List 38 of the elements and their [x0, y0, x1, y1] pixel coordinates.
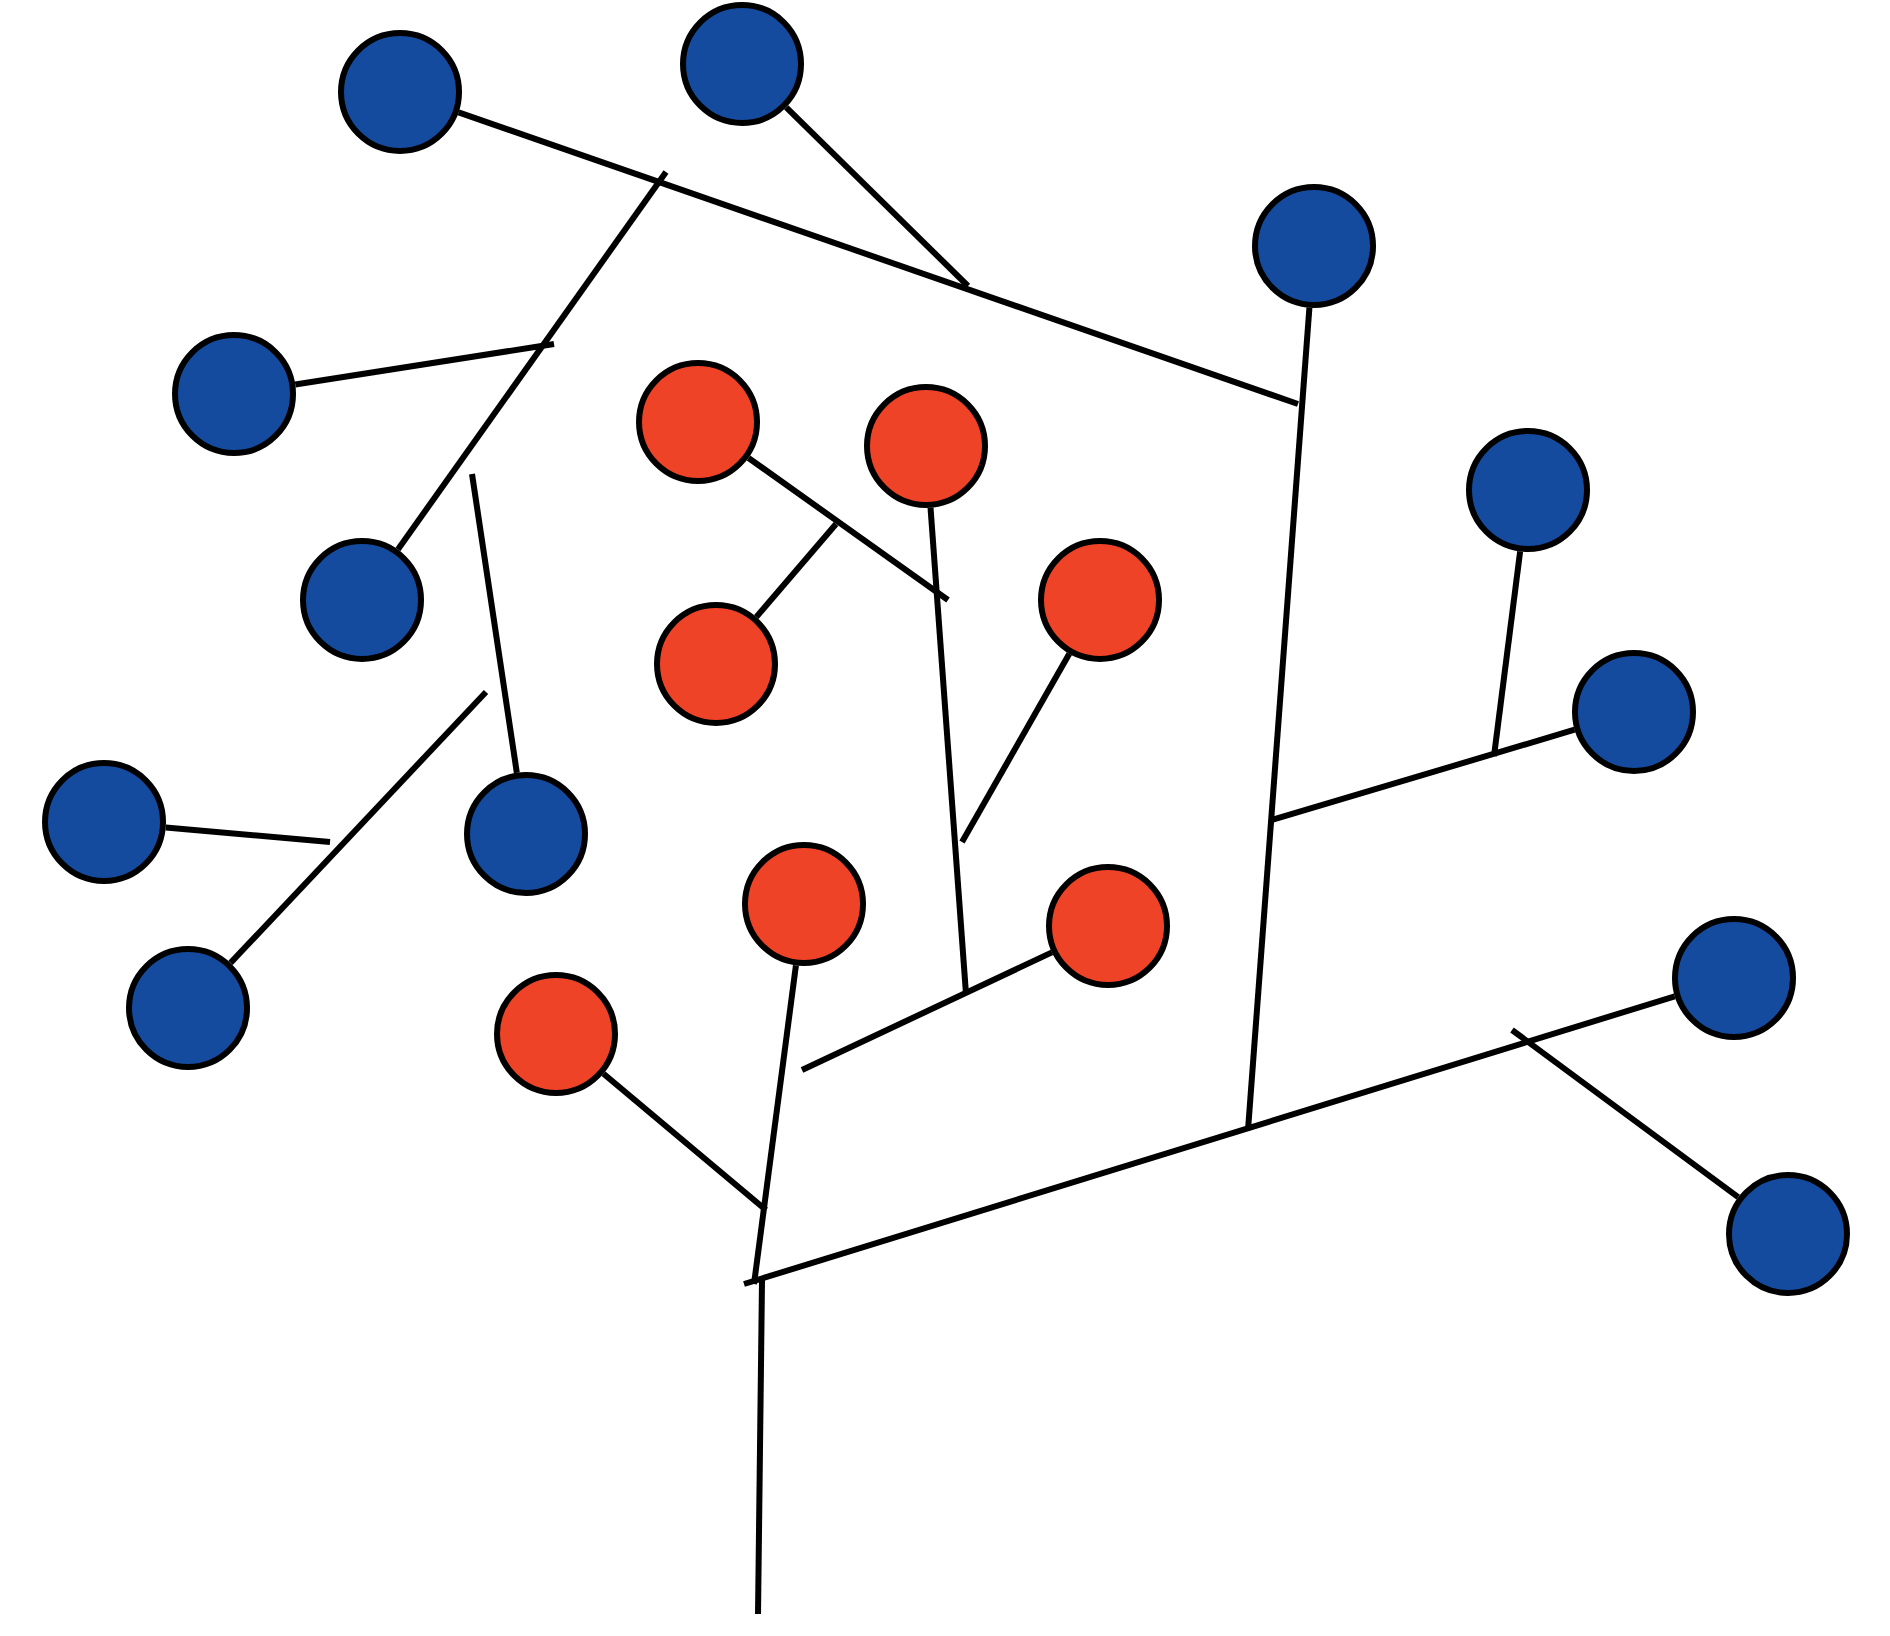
branch-line [457, 109, 1299, 407]
circle [42, 760, 166, 884]
circle [172, 332, 296, 456]
circle [1038, 538, 1162, 662]
branch-line [743, 993, 1676, 1287]
branch-line [601, 1071, 768, 1213]
circle [654, 602, 778, 726]
branch-line [751, 965, 799, 1285]
branch-line [746, 455, 950, 603]
circle [338, 30, 462, 154]
circle [1726, 1172, 1850, 1296]
circle [680, 2, 804, 126]
circle [1672, 916, 1796, 1040]
branch-line [927, 507, 969, 995]
branch-line [1271, 726, 1576, 823]
circle [742, 842, 866, 966]
branch-line [1491, 551, 1524, 757]
circle [494, 972, 618, 1096]
branch-line [754, 522, 839, 619]
branch-line [959, 652, 1072, 844]
circle [464, 772, 588, 896]
circle [1572, 650, 1696, 774]
circle [1252, 184, 1376, 308]
branch-line [294, 341, 555, 388]
circle [1466, 428, 1590, 552]
branch-line [1245, 307, 1313, 1131]
circle [864, 384, 988, 508]
circle [300, 538, 424, 662]
branch-line [800, 949, 1054, 1073]
branch-line [395, 170, 669, 552]
branch-line [228, 689, 489, 965]
circle [126, 946, 250, 1070]
branch-line [165, 824, 331, 845]
branch-line [1510, 1027, 1740, 1200]
circle [1046, 864, 1170, 988]
branch-line [784, 105, 971, 289]
circle [636, 360, 760, 484]
branch-line [469, 473, 520, 774]
